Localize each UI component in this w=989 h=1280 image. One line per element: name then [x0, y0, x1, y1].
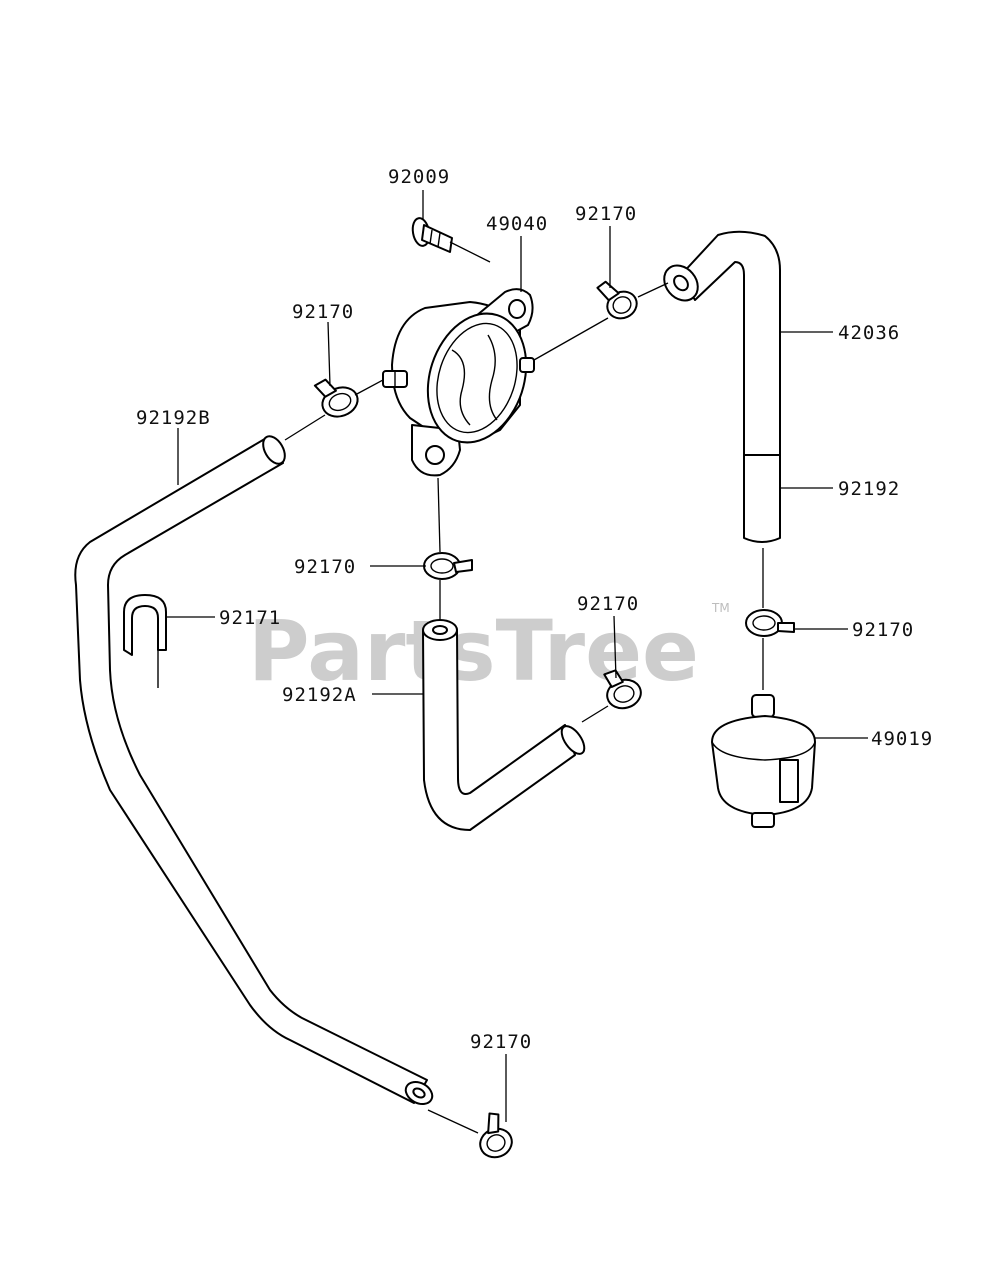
label-92192: 92192 — [838, 478, 900, 500]
label-92170-mid-right: 92170 — [577, 593, 639, 615]
hose-92192a[interactable] — [422, 619, 589, 831]
label-92192b: 92192B — [136, 407, 211, 429]
screw-92009[interactable] — [411, 217, 453, 253]
label-92170-top-right: 92170 — [575, 203, 637, 225]
label-92171: 92171 — [219, 607, 281, 629]
assembly-lines — [284, 241, 764, 1134]
hose-92192b[interactable] — [74, 433, 436, 1109]
label-42036: 42036 — [838, 322, 900, 344]
watermark-trademark: TM — [711, 601, 730, 615]
hose-clamp-left[interactable] — [313, 371, 362, 421]
leader-lines — [166, 190, 868, 1122]
label-49019: 49019 — [871, 728, 933, 750]
hose-clamp-center[interactable] — [423, 552, 473, 580]
label-92170-center: 92170 — [294, 556, 356, 578]
elbow-hose-42036[interactable] — [657, 230, 781, 456]
label-92009: 92009 — [388, 166, 450, 188]
hose-clamp-bottom[interactable] — [471, 1109, 516, 1161]
hose-clamp-right[interactable] — [745, 609, 795, 637]
label-92170-bottom: 92170 — [470, 1031, 532, 1053]
label-92170-left: 92170 — [292, 301, 354, 323]
fuel-pump-49040[interactable] — [382, 288, 542, 477]
hose-clamp-top-right[interactable] — [596, 273, 642, 323]
hose-92192[interactable] — [743, 454, 781, 543]
label-92192a: 92192A — [282, 684, 357, 706]
label-49040: 49040 — [486, 213, 548, 235]
fuel-filter-49019[interactable] — [711, 694, 816, 828]
label-92170-right: 92170 — [852, 619, 914, 641]
clip-92171[interactable] — [123, 594, 167, 688]
